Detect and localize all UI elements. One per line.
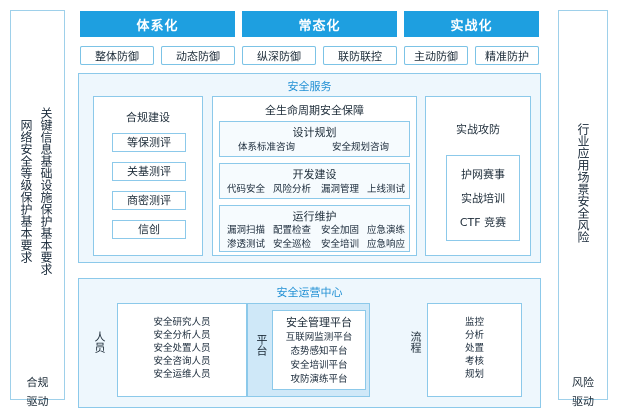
process-item: 监控 bbox=[464, 317, 484, 328]
dev-item: 风险分析 bbox=[273, 184, 312, 195]
combat-item: 实战培训 bbox=[461, 192, 505, 205]
compliance-title: 合规建设 bbox=[126, 111, 170, 124]
dev-item: 代码安全 bbox=[227, 184, 266, 195]
cii-protection-requirements: 关键信息基础设施保护基本要求 bbox=[39, 107, 53, 275]
people-item: 安全研究人员 bbox=[153, 317, 211, 328]
design-item: 体系标准咨询 bbox=[238, 142, 296, 153]
process-label: 流程 bbox=[409, 331, 422, 353]
process-item: 分析 bbox=[464, 330, 484, 341]
dev-item: 漏洞管理 bbox=[321, 184, 360, 195]
design-box: 设计规划 体系标准咨询 安全规划咨询 bbox=[219, 121, 410, 157]
ops-item: 漏洞扫描 bbox=[227, 225, 266, 236]
compliance-box: 合规建设 等保测评 关基测评 商密测评 信创 bbox=[93, 96, 203, 256]
header-systematic: 体系化 bbox=[80, 11, 235, 37]
design-title: 设计规划 bbox=[292, 126, 337, 139]
platform-title: 安全管理平台 bbox=[286, 316, 352, 329]
combat-item: CTF 竞赛 bbox=[459, 216, 507, 229]
people-item: 安全处置人员 bbox=[153, 343, 211, 354]
combat-box: 实战攻防 护网赛事 实战培训 CTF 竞赛 bbox=[425, 96, 531, 256]
process-box: 监控 分析 处置 考核 规划 bbox=[427, 303, 522, 397]
compliance-item: 关基测评 bbox=[112, 162, 186, 181]
compliance-item: 商密测评 bbox=[112, 191, 186, 210]
compliance-driven-label-2: 驱动 bbox=[26, 395, 49, 408]
design-item: 安全规划咨询 bbox=[332, 142, 390, 153]
defense-pill: 整体防御 bbox=[80, 46, 154, 65]
people-item: 安全咨询人员 bbox=[153, 356, 211, 367]
defense-pill: 联防联控 bbox=[323, 46, 397, 65]
defense-pill: 主动防御 bbox=[404, 46, 468, 65]
dev-box: 开发建设 代码安全 风险分析 漏洞管理 上线测试 bbox=[219, 163, 410, 199]
platform-label: 平台 bbox=[255, 334, 268, 356]
security-service-section: 安全服务 合规建设 等保测评 关基测评 商密测评 信创 全生命周期安全保障 设计… bbox=[78, 73, 541, 263]
platform-item: 攻防演练平台 bbox=[290, 374, 348, 385]
compliance-item: 信创 bbox=[112, 220, 186, 239]
platform-item: 互联网监测平台 bbox=[285, 332, 353, 343]
defense-pill: 纵深防御 bbox=[242, 46, 316, 65]
ops-item: 配置检查 bbox=[273, 225, 312, 236]
ops-item: 安全巡检 bbox=[273, 239, 312, 250]
risk-driven-label-2: 驱动 bbox=[572, 395, 594, 408]
combat-item: 护网赛事 bbox=[461, 168, 505, 181]
lifecycle-box: 全生命周期安全保障 设计规划 体系标准咨询 安全规划咨询 开发建设 代码安全 风… bbox=[212, 96, 417, 256]
security-service-title: 安全服务 bbox=[287, 80, 332, 93]
combat-title: 实战攻防 bbox=[456, 123, 500, 136]
ops-item: 渗透测试 bbox=[227, 239, 266, 250]
risk-driven-label-1: 风险 bbox=[572, 376, 594, 389]
platform-item: 态势感知平台 bbox=[290, 346, 348, 357]
defense-pill: 动态防御 bbox=[161, 46, 235, 65]
platform-item: 安全培训平台 bbox=[290, 360, 348, 371]
left-requirements-panel: 网络安全等级保护基本要求 关键信息基础设施保护基本要求 合规 驱动 bbox=[10, 10, 65, 408]
header-normalized: 常态化 bbox=[242, 11, 397, 37]
process-item: 处置 bbox=[464, 343, 484, 354]
defense-pill: 精准防护 bbox=[475, 46, 539, 65]
process-item: 规划 bbox=[464, 369, 484, 380]
soc-title: 安全运营中心 bbox=[276, 286, 343, 299]
ops-item: 安全加固 bbox=[321, 225, 360, 236]
right-risk-panel: 行业应用场景安全风险 风险 驱动 bbox=[558, 10, 608, 408]
combat-list: 护网赛事 实战培训 CTF 竞赛 bbox=[446, 155, 520, 241]
ops-box: 运行维护 漏洞扫描 配置检查 安全加固 应急演练 渗透测试 安全巡检 安全培训 … bbox=[219, 205, 410, 252]
compliance-item: 等保测评 bbox=[112, 133, 186, 152]
people-item: 安全分析人员 bbox=[153, 330, 211, 341]
people-label: 人员 bbox=[93, 331, 106, 353]
lifecycle-title: 全生命周期安全保障 bbox=[265, 104, 364, 117]
people-box: 安全研究人员 安全分析人员 安全处置人员 安全咨询人员 安全运维人员 bbox=[117, 303, 247, 397]
level-protection-requirements: 网络安全等级保护基本要求 bbox=[19, 119, 33, 263]
compliance-driven-label-1: 合规 bbox=[26, 376, 49, 389]
header-practical: 实战化 bbox=[404, 11, 539, 37]
industry-risk-text: 行业应用场景安全风险 bbox=[576, 123, 590, 243]
platform-box: 平台 安全管理平台 互联网监测平台 态势感知平台 安全培训平台 攻防演练平台 bbox=[247, 303, 370, 397]
process-item: 考核 bbox=[464, 356, 484, 367]
dev-item: 上线测试 bbox=[367, 184, 406, 195]
ops-title: 运行维护 bbox=[292, 210, 337, 223]
dev-title: 开发建设 bbox=[292, 168, 337, 181]
soc-section: 安全运营中心 人员 安全研究人员 安全分析人员 安全处置人员 安全咨询人员 安全… bbox=[78, 278, 541, 408]
platform-inner: 安全管理平台 互联网监测平台 态势感知平台 安全培训平台 攻防演练平台 bbox=[272, 310, 366, 390]
people-item: 安全运维人员 bbox=[153, 369, 211, 380]
ops-item: 应急演练 bbox=[367, 225, 406, 236]
ops-item: 应急响应 bbox=[367, 239, 406, 250]
ops-item: 安全培训 bbox=[321, 239, 360, 250]
